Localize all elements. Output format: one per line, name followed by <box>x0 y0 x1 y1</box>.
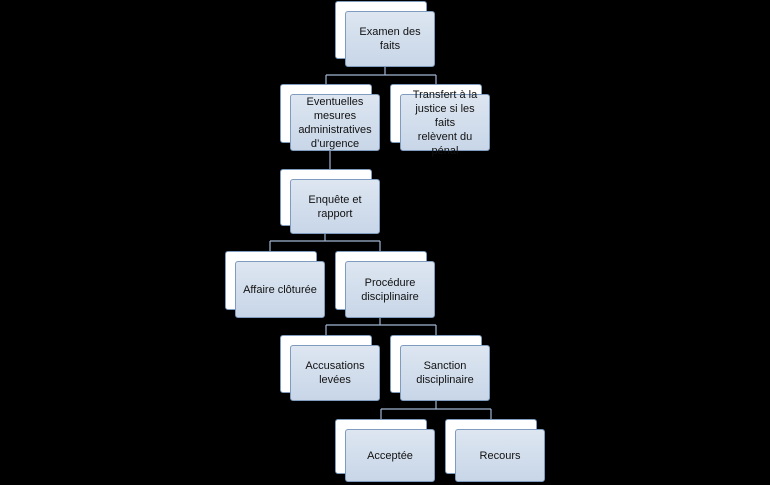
node-examen: Examen des faits <box>335 1 435 67</box>
connector-enquete-split <box>269 234 381 251</box>
node-examen-label: Examen des faits <box>345 11 435 67</box>
node-cloturee: Affaire clôturée <box>225 251 325 318</box>
node-procedure: Procédure disciplinaire <box>335 251 435 318</box>
node-transfert: Transfert à la justice si les faits relè… <box>390 84 490 157</box>
node-recours: Recours <box>445 419 545 482</box>
node-procedure-label: Procédure disciplinaire <box>345 261 435 318</box>
node-cloturee-label: Affaire clôturée <box>235 261 325 318</box>
node-transfert-label: Transfert à la justice si les faits relè… <box>400 89 490 157</box>
node-enquete: Enquête et rapport <box>280 169 380 234</box>
node-accusations: Accusations levées <box>280 335 380 401</box>
node-mesures: Eventuelles mesures administratives d’ur… <box>280 84 380 151</box>
node-acceptee: Acceptée <box>335 419 435 482</box>
node-accusations-label: Accusations levées <box>290 345 380 401</box>
node-sanction: Sanction disciplinaire <box>390 335 490 401</box>
node-mesures-label: Eventuelles mesures administratives d’ur… <box>290 94 380 151</box>
node-sanction-label: Sanction disciplinaire <box>400 345 490 401</box>
node-enquete-label: Enquête et rapport <box>290 179 380 234</box>
connector-procedure-split <box>325 318 437 335</box>
node-recours-label: Recours <box>455 429 545 482</box>
node-acceptee-label: Acceptée <box>345 429 435 482</box>
connector-sanction-split <box>380 401 492 419</box>
connector-examen-split <box>325 67 437 84</box>
